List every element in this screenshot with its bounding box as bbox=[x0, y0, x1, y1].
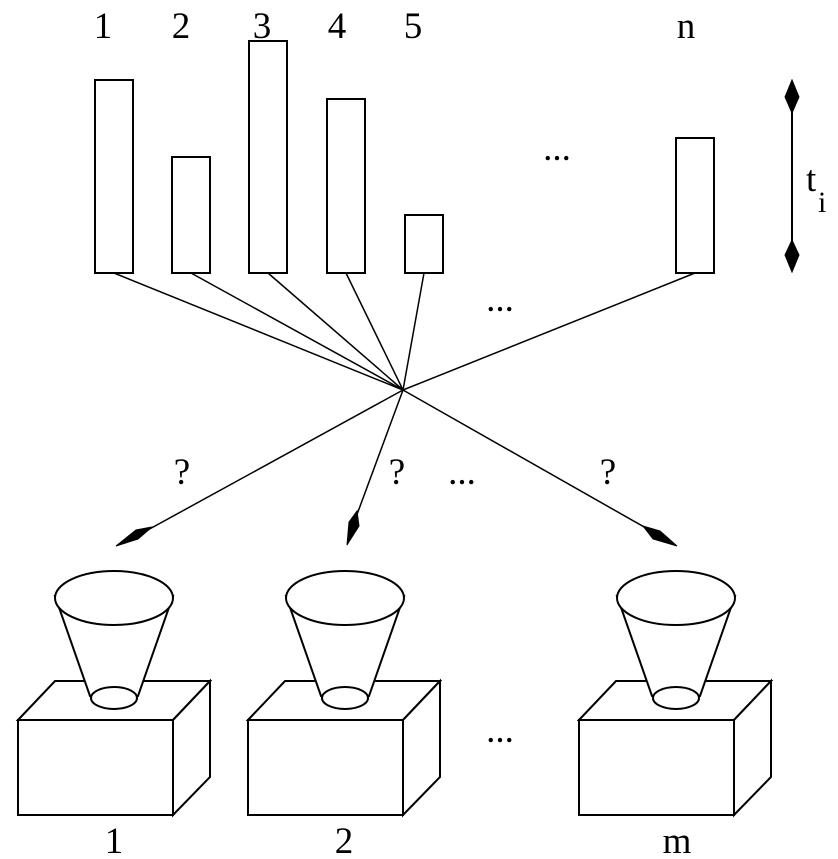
machine-label-2: 2 bbox=[335, 821, 354, 859]
job-bar-n bbox=[675, 137, 715, 274]
job-label-1: 1 bbox=[94, 6, 113, 47]
assignment-arrow-m bbox=[402, 389, 678, 547]
job-bar-2 bbox=[171, 156, 211, 274]
machine-1 bbox=[15, 570, 213, 818]
assignment-question-2: ? bbox=[389, 452, 405, 493]
machine-label-m: m bbox=[663, 821, 692, 859]
job-label-2: 2 bbox=[172, 6, 191, 47]
machine-m bbox=[576, 570, 774, 818]
assignment-arrow-1 bbox=[115, 389, 404, 547]
job-bar-3 bbox=[248, 40, 288, 274]
time-axis bbox=[784, 78, 800, 274]
job-label-3: 3 bbox=[253, 6, 272, 47]
job-label-5: 5 bbox=[404, 6, 423, 47]
machines-ellipsis: ... bbox=[486, 710, 514, 751]
job-label-4: 4 bbox=[328, 6, 347, 47]
time-axis-label: t bbox=[806, 159, 817, 200]
job-bar-5 bbox=[404, 214, 444, 274]
connections-ellipsis: ... bbox=[486, 279, 514, 320]
job-bar-4 bbox=[326, 98, 366, 274]
time-axis-subscript: i bbox=[818, 186, 826, 219]
assignment-arrow-2 bbox=[346, 389, 404, 546]
job-bar-1 bbox=[94, 79, 134, 274]
assignment-question-1: ? bbox=[174, 452, 190, 493]
jobs-ellipsis: ... bbox=[543, 128, 571, 169]
assignment-question-m: ? bbox=[600, 452, 616, 493]
arrows-ellipsis: ... bbox=[448, 452, 476, 493]
machine-label-1: 1 bbox=[105, 821, 124, 859]
job-label-n: n bbox=[677, 6, 696, 47]
machine-2 bbox=[245, 570, 443, 818]
job-connection-lines bbox=[113, 272, 696, 391]
